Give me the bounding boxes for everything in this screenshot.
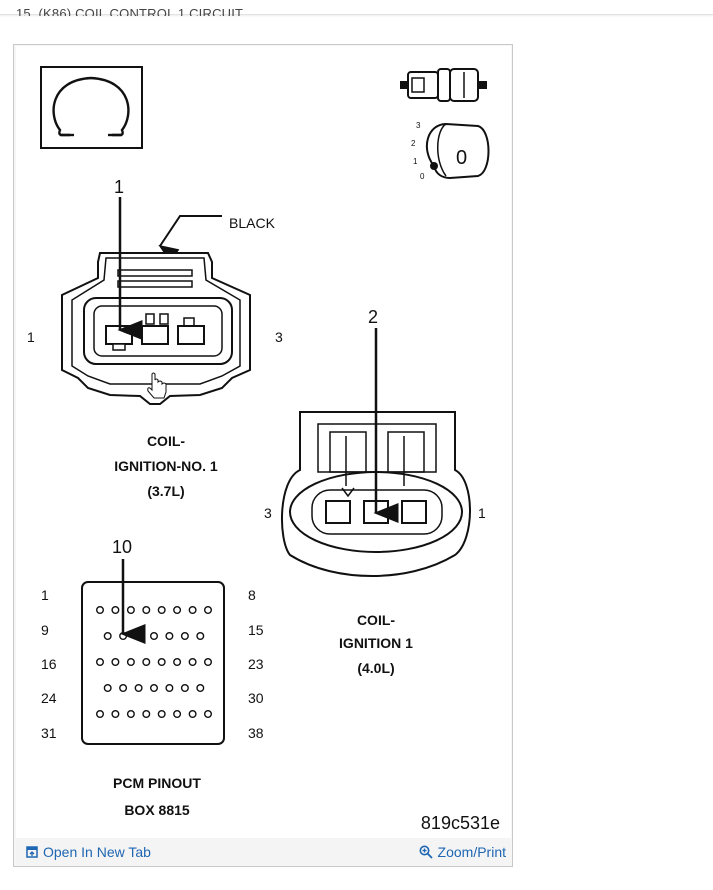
conn37-caption-2: IGNITION-NO. 1 [114, 458, 218, 474]
pcm-pin-hole [126, 710, 135, 719]
pcm-pin-hole [103, 632, 112, 641]
conn37-caption-3: (3.7L) [147, 483, 184, 499]
pcm-pin-hole [126, 658, 135, 667]
black-label: BLACK [229, 215, 276, 231]
pcm-pin-hole [111, 710, 120, 719]
pcm-pin-hole [134, 684, 143, 693]
pcm-pin-hole [126, 606, 135, 615]
pcm-pin-hole [149, 684, 158, 693]
pcm-left-pin-24: 24 [41, 690, 57, 706]
page-heading: 15. (K86) COIL CONTROL 1 CIRCUIT [16, 6, 244, 16]
pcm-right-pin-23: 23 [248, 656, 264, 672]
pcm-pin-hole [134, 632, 143, 641]
conn40-pin-right: 1 [478, 505, 486, 521]
top-bar [0, 0, 713, 15]
pcm-pin-hole [157, 658, 166, 667]
pcm-caption-1: PCM PINOUT [113, 775, 201, 791]
pcm-pin-hole [157, 710, 166, 719]
conn37-caption-1: COIL- [147, 433, 185, 449]
key-pos-3: 3 [416, 121, 421, 130]
conn40-caption-1: COIL- [357, 612, 395, 628]
pcm-pin-hole [188, 606, 197, 615]
pcm-pin-hole [165, 632, 174, 641]
pcm-right-pin-38: 38 [248, 725, 264, 741]
ohm-icon [40, 66, 143, 149]
pcm-right-pin-15: 15 [248, 622, 264, 638]
pcm-pin-hole [180, 684, 189, 693]
pcm-pin-hole [157, 606, 166, 615]
pcm-right-pin-30: 30 [248, 690, 264, 706]
pcm-left-pin-16: 16 [41, 656, 57, 672]
conn37-pin-left: 1 [27, 329, 35, 345]
connector-plug-icon [400, 68, 487, 102]
callout-10: 10 [112, 537, 132, 557]
key-pos-0: 0 [420, 172, 425, 181]
pcm-pin-hole [203, 710, 212, 719]
pcm-pin-hole [111, 606, 120, 615]
pcm-pin-hole [196, 632, 205, 641]
pcm-pin-hole [173, 710, 182, 719]
open-in-new-tab-link[interactable]: Open In New Tab [26, 844, 151, 860]
pcm-pin-hole [180, 632, 189, 641]
pcm-pin-hole [142, 658, 151, 667]
key-pos-1: 1 [413, 157, 418, 166]
connector-3-7l: 1 1 3 COIL- IGNITION-NO. 1 (3.7L) [27, 177, 283, 499]
hand-cursor-icon [147, 372, 167, 399]
pcm-pin-hole [103, 684, 112, 693]
key-pos-2: 2 [411, 139, 416, 148]
open-new-tab-icon [26, 846, 38, 858]
pcm-pin-hole [173, 606, 182, 615]
pcm-pin-hole [95, 606, 104, 615]
pcm-pin-hole [111, 658, 120, 667]
pcm-pin-hole [149, 632, 158, 641]
pcm-pinout-box: 10 1 9 16 24 31 8 15 23 30 38 PCM PINOUT… [41, 537, 264, 818]
zoom-print-label: Zoom/Print [437, 844, 506, 860]
pcm-pin-hole [95, 710, 104, 719]
pcm-pin-hole [188, 710, 197, 719]
pcm-caption-2: BOX 8815 [124, 802, 190, 818]
conn37-pin-right: 3 [275, 329, 283, 345]
pcm-pin-hole [196, 684, 205, 693]
callout-1: 1 [114, 177, 124, 197]
conn40-pin-left: 3 [264, 505, 272, 521]
pcm-pin-hole [165, 684, 174, 693]
connector-4-0l: 2 3 1 COIL- IGNITION 1 (4.0L) [264, 307, 486, 676]
pcm-pin-hole [142, 710, 151, 719]
pcm-pin-hole [203, 658, 212, 667]
zoom-icon [419, 845, 433, 859]
conn40-caption-3: (4.0L) [357, 660, 394, 676]
pcm-left-pin-1: 1 [41, 587, 49, 603]
conn40-caption-2: IGNITION 1 [339, 635, 413, 651]
pcm-pin-hole [188, 658, 197, 667]
pcm-pin-hole [95, 658, 104, 667]
pcm-left-pin-9: 9 [41, 622, 49, 638]
key-label: 0 [456, 147, 467, 169]
pcm-pin-hole [119, 684, 128, 693]
ignition-key-icon: 3 2 1 0 0 [411, 121, 490, 181]
pcm-right-pin-8: 8 [248, 587, 256, 603]
pcm-pin-hole [173, 658, 182, 667]
pcm-pin-hole [203, 606, 212, 615]
open-in-new-tab-label: Open In New Tab [43, 844, 151, 860]
zoom-print-link[interactable]: Zoom/Print [419, 844, 506, 860]
callout-2: 2 [368, 307, 378, 327]
figure-id: 819c531e [421, 813, 500, 833]
pcm-pin-grid [95, 606, 212, 719]
pcm-pin-hole [142, 606, 151, 615]
pcm-left-pin-31: 31 [41, 725, 57, 741]
